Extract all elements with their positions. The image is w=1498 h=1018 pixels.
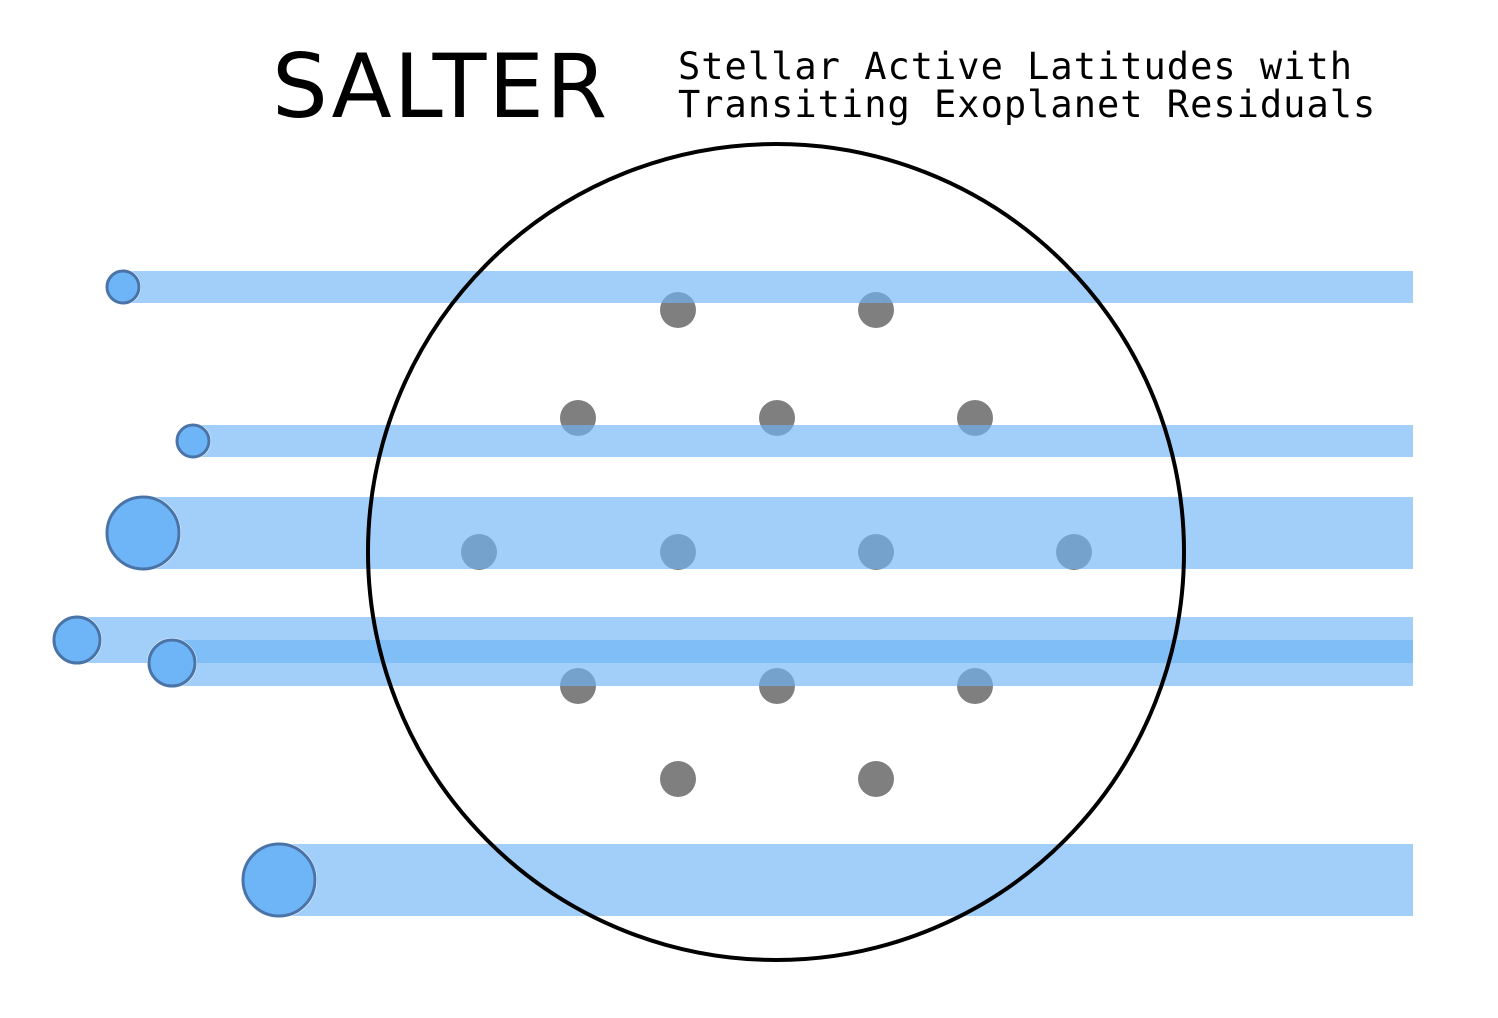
planet-5 [147,638,197,688]
planet-4 [52,615,102,665]
transit-band-1 [123,271,1413,303]
spot-row5-2 [858,761,894,797]
star-disk [366,142,1186,962]
transit-band-2 [193,425,1413,457]
planet-1 [105,269,141,305]
transit-bands [77,271,1413,916]
planet-3 [105,495,181,571]
spot-row5-1 [660,761,696,797]
planet-6 [241,842,317,918]
transit-band-6 [279,844,1413,916]
transit-band-5 [172,640,1413,686]
subtitle-line-1: Stellar Active Latitudes with [678,45,1353,88]
title-acronym: SALTER [272,35,609,138]
transit-band-3 [143,497,1413,569]
planets [52,269,317,918]
planet-2 [175,423,211,459]
subtitle-line-2: Transiting Exoplanet Residuals [678,83,1376,126]
